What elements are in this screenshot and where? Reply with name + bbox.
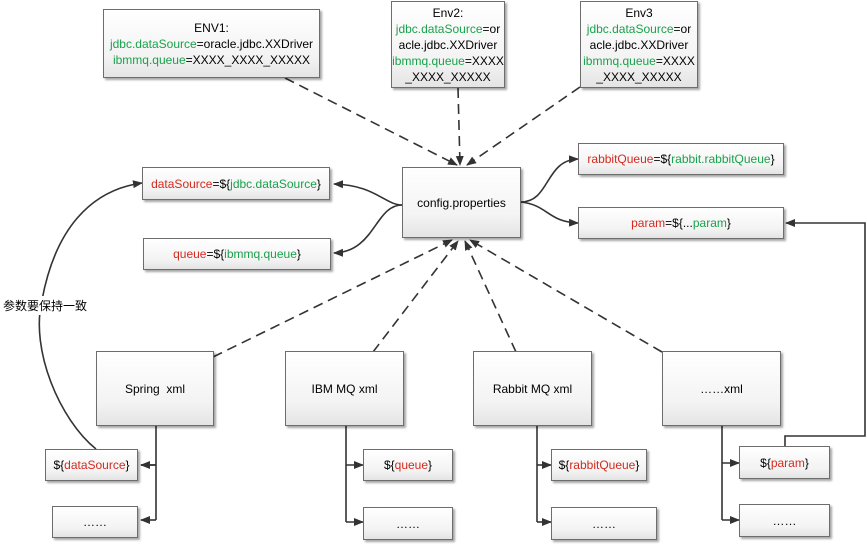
param-prop-close: }: [726, 216, 731, 230]
rabbit-prop-box: rabbitQueue=${rabbit.rabbitQueue}: [578, 143, 784, 175]
ibmmq-more-label: ……: [396, 516, 420, 531]
datasource-prop-key: dataSource: [151, 176, 213, 191]
other-to-config-arrow: [469, 239, 663, 353]
ibmmq-more-box: ……: [363, 507, 453, 540]
consistency-label: 参数要保持一致: [1, 296, 90, 315]
spring-ref-value: dataSource: [64, 458, 126, 472]
rabbit-ref-open: ${: [558, 458, 570, 472]
param-prop-value: param: [692, 216, 727, 230]
rabbit-ref-close: }: [635, 458, 640, 472]
env2-queue-value-a: =XXXX: [464, 53, 504, 68]
queue-prop-box: queue=${ibmmq.queue}: [143, 238, 331, 270]
param-loop-arrow: [784, 219, 866, 446]
rabbit-more-label: ……: [592, 516, 616, 531]
config-to-rabbit-arrow: [520, 155, 579, 203]
spring-xml-label: Spring xml: [124, 381, 186, 396]
spring-xml-box: Spring xml: [96, 351, 214, 426]
spring-more-box: ……: [52, 506, 138, 538]
ibmmq-xml-box: IBM MQ xml: [285, 351, 404, 426]
ibmmq-ref-queue-box: ${queue}: [363, 449, 453, 481]
rabbit-xml-box: Rabbit MQ xml: [473, 351, 592, 426]
env3-box: Env3 jdbc.dataSource=or acle.jdbc.XXDriv…: [580, 1, 698, 88]
other-more-label: ……: [772, 513, 797, 528]
env3-datasource-value-a: =or: [673, 21, 692, 36]
queue-prop-value: ibmmq.queue: [224, 247, 297, 261]
queue-prop-eq: =${: [206, 247, 225, 261]
spring-to-config-arrow: [212, 239, 453, 358]
env2-datasource-key: jdbc.dataSource: [395, 21, 483, 36]
rabbit-ref-queue-box: ${rabbitQueue}: [551, 449, 647, 481]
datasource-prop-value: jdbc.dataSource: [230, 176, 317, 191]
rabbit-prop-value: rabbit.rabbitQueue: [671, 152, 771, 166]
rabbit-ref-value: rabbitQueue: [569, 458, 636, 472]
param-prop-eq: =${...: [665, 216, 693, 230]
env2-queue-value-b: _XXXX_XXXXX: [405, 69, 491, 84]
rabbit-xml-label: Rabbit MQ xml: [492, 381, 573, 396]
rabbit-prop-key: rabbitQueue: [587, 152, 654, 166]
env2-queue-key: ibmmq.queue: [392, 53, 465, 68]
env1-datasource-key: jdbc.dataSource: [109, 36, 197, 51]
env1-to-config-arrow: [284, 77, 458, 166]
env1-datasource-value: =oracle.jdbc.XXDriver: [196, 36, 314, 51]
ibmmq-ref-close: }: [428, 458, 433, 472]
rabbit-prop-eq: =${: [653, 152, 672, 166]
queue-prop-close: }: [296, 247, 301, 261]
datasource-prop-box: dataSource=${jdbc.dataSource}: [142, 167, 330, 200]
spring-ref-close: }: [125, 458, 130, 472]
config-to-queue-arrow: [333, 204, 403, 257]
rabbit-to-config-arrow: [464, 240, 517, 353]
rabbit-prop-close: }: [770, 152, 775, 166]
env2-datasource-value-b: acle.jdbc.XXDriver: [398, 37, 498, 52]
env3-to-config-arrow: [466, 86, 581, 166]
config-to-param-arrow: [520, 201, 579, 227]
env2-to-config-arrow: [455, 87, 464, 166]
env2-box: Env2: jdbc.dataSource=or acle.jdbc.XXDri…: [391, 1, 505, 88]
ibmmq-xml-label: IBM MQ xml: [311, 381, 378, 396]
other-xml-box: ……xml: [662, 351, 781, 426]
spring-ref-datasource-box: ${dataSource}: [45, 449, 138, 481]
env1-box: ENV1: jdbc.dataSource=oracle.jdbc.XXDriv…: [103, 9, 320, 78]
env1-queue-value: =XXXX_XXXX_XXXXX: [185, 52, 311, 67]
param-prop-key: param: [631, 216, 666, 230]
config-to-datasource-arrow: [333, 180, 403, 206]
env3-title: Env3: [625, 5, 653, 20]
other-ref-value: param: [770, 455, 805, 470]
other-more-box: ……: [739, 504, 830, 537]
other-xml-label: ……xml: [700, 381, 743, 396]
env3-queue-key: ibmmq.queue: [583, 53, 656, 68]
env1-queue-key: ibmmq.queue: [112, 52, 186, 67]
env2-title: Env2:: [432, 5, 464, 20]
spring-ref-open: ${: [53, 458, 65, 472]
ibmmq-ref-open: ${: [383, 458, 395, 472]
other-ref-close: }: [804, 455, 809, 470]
param-prop-box: param=${...param}: [578, 207, 784, 239]
config-properties-label: config.properties: [417, 195, 506, 210]
other-ref-param-box: ${param}: [739, 446, 830, 479]
config-properties-box: config.properties: [402, 167, 521, 238]
datasource-prop-eq: =${: [212, 176, 231, 191]
env3-datasource-value-b: acle.jdbc.XXDriver: [589, 37, 689, 52]
datasource-prop-close: }: [316, 176, 321, 191]
env3-queue-value-a: =XXXX: [655, 53, 695, 68]
env3-datasource-key: jdbc.dataSource: [586, 21, 674, 36]
other-ref-open: ${: [760, 455, 771, 470]
ibmmq-ref-value: queue: [394, 458, 429, 472]
ibmmq-to-config-arrow: [372, 240, 459, 353]
rabbit-more-box: ……: [551, 507, 657, 540]
env3-queue-value-b: _XXXX_XXXXX: [596, 69, 682, 84]
env2-datasource-value-a: =or: [482, 21, 501, 36]
spring-more-label: ……: [83, 515, 107, 529]
env1-title: ENV1:: [194, 20, 229, 35]
queue-prop-key: queue: [173, 247, 207, 261]
